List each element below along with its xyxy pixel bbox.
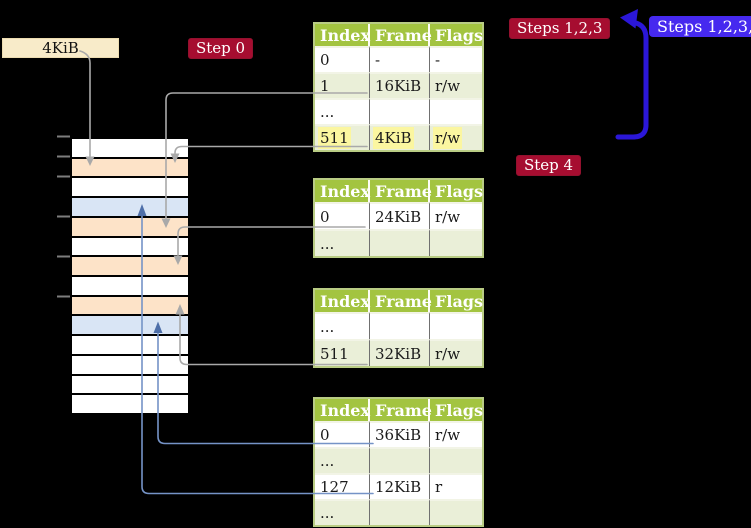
address-tick-marks — [57, 135, 70, 298]
memory-frame-row — [72, 139, 188, 157]
column-header-flags: Flags — [430, 180, 483, 202]
memory-frame-row — [72, 215, 188, 236]
highlighted-cell: 4KiB — [375, 129, 412, 147]
memory-frame-row — [72, 373, 188, 394]
step0-label: Step 0 — [188, 38, 254, 59]
table-header-row: Index Frame Flags — [315, 290, 483, 312]
memory-frame-row — [72, 314, 188, 335]
physical-memory-column — [70, 137, 190, 415]
step4-label: Step 4 — [516, 155, 582, 176]
table-row: 511 32KiB r/w — [315, 339, 482, 366]
memory-frame-row — [72, 176, 188, 197]
table-row: ... — [315, 312, 482, 339]
table-header-row: Index Frame Flags — [315, 24, 483, 46]
highlighted-cell: 511 — [320, 129, 349, 147]
memory-frame-row — [72, 294, 188, 315]
table-row-highlighted: 511 4KiB r/w — [315, 124, 482, 150]
page-table-level4: Index Frame Flags 0 - - 1 16KiB r/w ... … — [313, 22, 484, 152]
column-header-index: Index — [315, 180, 370, 202]
page-table-level1: Index Frame Flags 0 36KiB r/w ... 127 12… — [313, 397, 484, 527]
table-row: 0 36KiB r/w — [315, 421, 482, 447]
table-header-row: Index Frame Flags — [315, 399, 483, 421]
table-row: ... — [315, 98, 482, 124]
table-row: ... — [315, 447, 482, 473]
table-row: 127 12KiB r — [315, 473, 482, 499]
page-table-level2: Index Frame Flags ... 511 32KiB r/w — [313, 288, 484, 368]
memory-frame-row — [72, 196, 188, 216]
memory-frame-row — [72, 156, 188, 177]
page-table-level3: Index Frame Flags 0 24KiB r/w ... — [313, 178, 484, 258]
column-header-index: Index — [315, 399, 370, 421]
column-header-frame: Frame — [370, 290, 432, 312]
column-header-flags: Flags — [430, 290, 483, 312]
table-row: ... — [315, 229, 482, 256]
memory-frame-row — [72, 353, 188, 374]
table-row: 0 - - — [315, 46, 482, 72]
column-header-flags: Flags — [430, 24, 483, 46]
table-row: 1 16KiB r/w — [315, 72, 482, 98]
table-row: ... — [315, 499, 482, 525]
table-header-row: Index Frame Flags — [315, 180, 483, 202]
frame-size-box: 4KiB — [2, 38, 119, 58]
memory-frame-row — [72, 255, 188, 276]
column-header-flags: Flags — [430, 399, 483, 421]
memory-frame-row — [72, 334, 188, 354]
loop-arrow-shaft — [615, 20, 649, 140]
memory-frame-row — [72, 235, 188, 256]
column-header-index: Index — [315, 290, 370, 312]
recursive-loop-arrow — [615, 9, 649, 140]
steps-123-label: Steps 1,2,3 — [509, 18, 611, 39]
column-header-frame: Frame — [370, 399, 432, 421]
highlighted-cell: r/w — [435, 129, 461, 147]
column-header-index: Index — [315, 24, 370, 46]
memory-frame-row — [72, 393, 188, 414]
steps-1234-label: Steps 1,2,3,4 — [649, 16, 751, 37]
memory-frame-row — [72, 275, 188, 295]
table-row: 0 24KiB r/w — [315, 202, 482, 229]
column-header-frame: Frame — [370, 24, 432, 46]
loop-arrowhead — [620, 9, 638, 29]
column-header-frame: Frame — [370, 180, 432, 202]
